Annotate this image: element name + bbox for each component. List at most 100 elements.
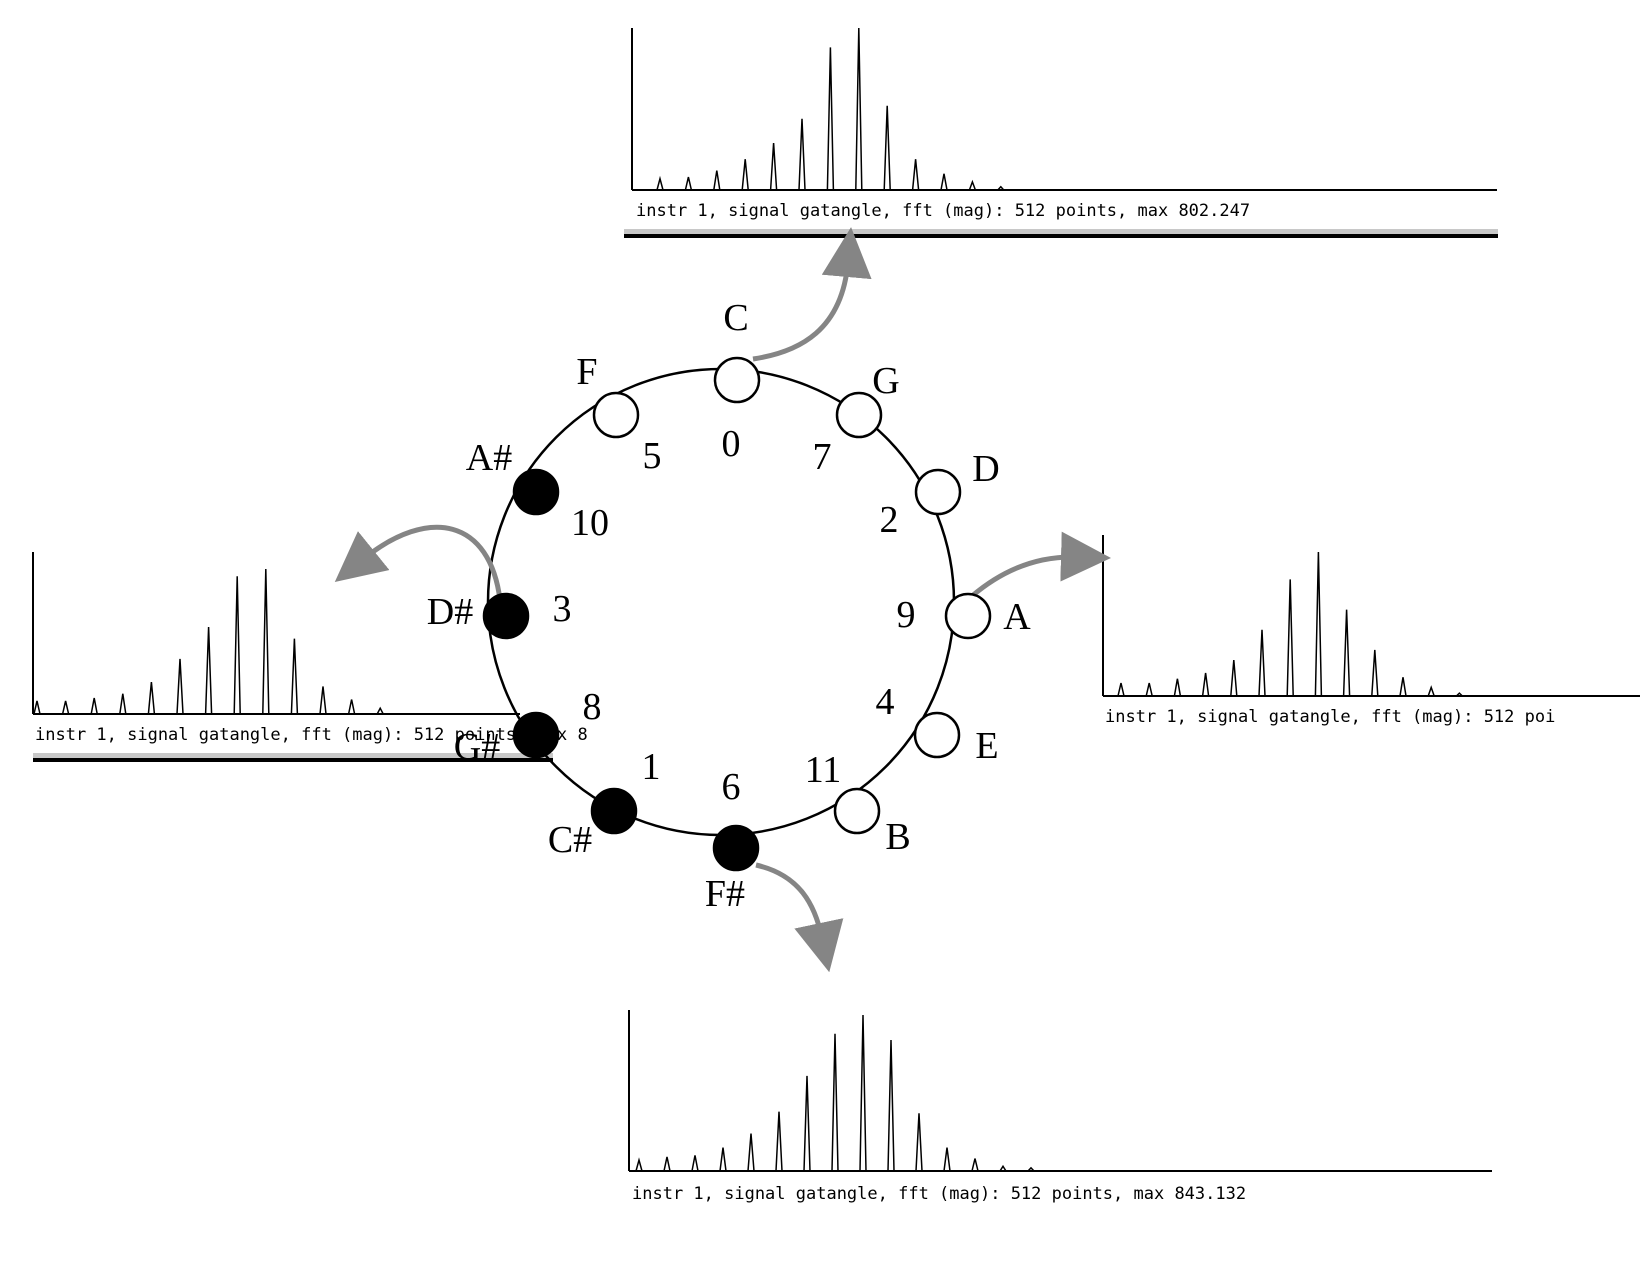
fft-right-caption: instr 1, signal gatangle, fft (mag): 512… (1105, 707, 1555, 727)
node-c: C 0 (713, 297, 761, 465)
node-d: D 2 (880, 448, 1000, 541)
fft-top-peak (826, 47, 835, 191)
node-a-sharp: A# 10 (466, 437, 609, 544)
fft-bottom-peak (691, 1155, 699, 1172)
fft-top-gray-rule (624, 229, 1498, 234)
fft-top-peak (684, 176, 693, 191)
node-a-note-label: A (1003, 596, 1031, 638)
fft-right-peak (1201, 672, 1210, 697)
node-c-sharp-dot (590, 787, 638, 835)
fft-right-peak (1173, 678, 1182, 697)
fft-left-peak (90, 697, 98, 715)
fft-left-peak (61, 700, 70, 715)
node-c-sharp: C# 1 (548, 746, 661, 861)
node-f-number-label: 5 (643, 435, 662, 477)
fft-right-peak (1455, 692, 1463, 697)
fft-right-peak (1399, 677, 1407, 697)
node-g: G 7 (813, 360, 900, 478)
fft-top-peak (798, 118, 806, 191)
fft-top-black-rule (624, 234, 1498, 238)
node-g-dot (835, 391, 883, 439)
node-c-dot (713, 356, 761, 404)
node-f-sharp-note-label: F# (705, 873, 745, 915)
fft-right-peak (1258, 629, 1266, 697)
fft-right-peak (1314, 551, 1323, 697)
fft-left-peak (290, 638, 299, 715)
fft-bottom-peak (747, 1133, 755, 1172)
node-d-note-label: D (972, 448, 999, 490)
fft-left-peak (233, 576, 241, 715)
node-g-number-label: 7 (813, 436, 832, 478)
fft-plot-right: instr 1, signal gatangle, fft (mag): 512… (1102, 535, 1640, 727)
node-f-note-label: F (576, 351, 597, 393)
fft-top-peak (883, 105, 891, 191)
node-d-sharp: D# 3 (427, 588, 572, 640)
fft-right-peak (1286, 579, 1294, 697)
node-a-sharp-number-label: 10 (571, 502, 609, 544)
node-d-sharp-note-label: D# (427, 591, 473, 633)
fft-right-peak (1427, 685, 1435, 697)
fft-bottom-peak (719, 1147, 727, 1172)
fft-left-peak (119, 693, 127, 715)
node-e: E 4 (876, 681, 999, 767)
node-f-sharp-dot (712, 824, 760, 872)
fft-top-peak (968, 179, 977, 191)
node-b: B 11 (805, 749, 911, 858)
node-d-number-label: 2 (880, 499, 899, 541)
fft-left-peak (319, 686, 327, 715)
node-c-sharp-note-label: C# (548, 819, 592, 861)
node-a: A 9 (897, 592, 1031, 640)
arrow-to-right-plot (970, 531, 1111, 598)
fft-top-peak (769, 142, 778, 191)
node-a-dot (944, 592, 992, 640)
node-c-note-label: C (723, 297, 748, 339)
fft-bottom-peak (887, 1039, 895, 1172)
arrow-to-bottom-plot (755, 862, 844, 973)
fft-top-peak (713, 170, 721, 191)
node-b-note-label: B (885, 816, 910, 858)
node-a-sharp-note-label: A# (466, 437, 512, 479)
fft-top-peak (940, 173, 948, 191)
node-e-note-label: E (975, 725, 998, 767)
node-c-number-label: 0 (722, 423, 741, 465)
fft-top-peak (855, 27, 863, 191)
fft-bottom-peak (943, 1147, 951, 1172)
fft-left-peak (147, 682, 156, 715)
fft-top-peak (997, 185, 1005, 191)
fft-right-peak (1342, 609, 1351, 697)
fft-left-peak (262, 568, 270, 715)
fft-left-peaks (33, 568, 384, 715)
node-c-sharp-number-label: 1 (642, 746, 661, 788)
fft-left-peak (33, 700, 41, 715)
fft-plot-left: instr 1, signal gatangle, fft (mag): 512… (32, 552, 588, 762)
node-b-number-label: 11 (805, 749, 842, 791)
node-g-sharp: G# 8 (454, 686, 602, 768)
fft-top-caption: instr 1, signal gatangle, fft (mag): 512… (636, 201, 1250, 221)
fft-bottom-peak (999, 1164, 1007, 1172)
fft-right-peak (1117, 682, 1125, 697)
fft-plot-bottom: instr 1, signal gatangle, fft (mag): 512… (628, 1010, 1492, 1204)
node-g-sharp-number-label: 8 (583, 686, 602, 728)
fft-bottom-peak (1027, 1166, 1035, 1172)
node-f-sharp-number-label: 6 (722, 766, 741, 808)
fft-plot-top: instr 1, signal gatangle, fft (mag): 512… (624, 27, 1498, 238)
fft-bottom-peak (663, 1156, 671, 1172)
fft-bottom-peak (859, 1014, 867, 1172)
fft-top-peak (911, 159, 920, 191)
node-g-note-label: G (872, 360, 899, 402)
fft-bottom-peak (775, 1111, 783, 1172)
node-e-dot (913, 711, 961, 759)
node-a-sharp-dot (512, 468, 560, 516)
fft-bottom-peak (971, 1158, 979, 1172)
fft-left-peak (347, 699, 356, 715)
arrow-to-top-plot (752, 227, 872, 362)
fft-top-peaks (656, 27, 1005, 191)
fft-left-peak (204, 626, 213, 715)
fft-bottom-peaks (635, 1014, 1035, 1172)
node-a-number-label: 9 (897, 594, 916, 636)
fft-top-peak (741, 159, 749, 191)
arrow-to-left-plot (334, 524, 503, 601)
fft-left-peak (176, 658, 184, 715)
node-e-number-label: 4 (876, 681, 895, 723)
